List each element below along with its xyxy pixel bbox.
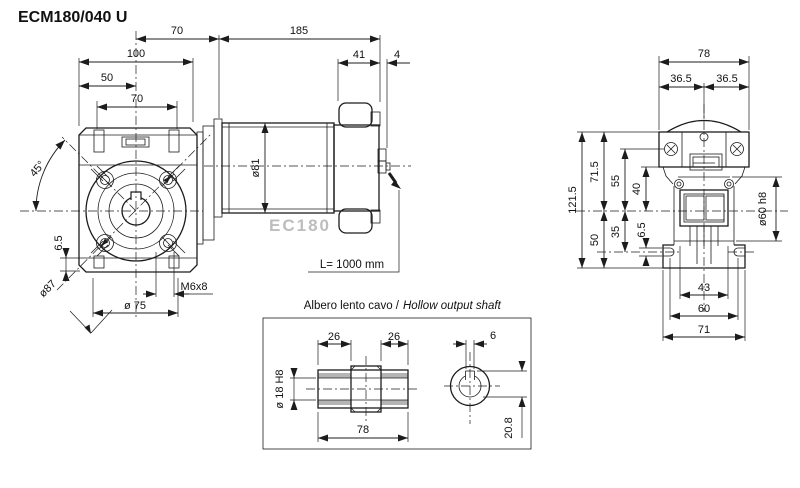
shaft-end-view bbox=[444, 352, 500, 424]
detail-title-italian: Albero lento cavo / bbox=[304, 300, 400, 312]
dim-label-6-keyway: 6 bbox=[490, 330, 496, 342]
dim-label-dia18-h8: ø 18 H8 bbox=[274, 369, 286, 408]
dim-label-4: 4 bbox=[394, 49, 400, 61]
watermark-text: EC180 bbox=[269, 216, 331, 235]
cable-arrow bbox=[391, 180, 401, 189]
flange-bolt-holes bbox=[96, 171, 177, 252]
dim-label-20-8: 20.8 bbox=[503, 417, 515, 438]
detail-title-english: Hollow output shaft bbox=[403, 300, 502, 312]
dim-label-50-rear: 50 bbox=[589, 234, 601, 246]
dim-label-45deg: 45° bbox=[28, 159, 48, 179]
dim-label-50: 50 bbox=[101, 72, 113, 84]
shaft-detail-dimensions: 26 26 78 ø 18 H8 6 20.8 bbox=[274, 330, 527, 442]
rear-view-dimensions: 78 36.5 36.5 121.5 71.5 50 55 35 40 6.5 … bbox=[567, 48, 782, 341]
dim-label-41: 41 bbox=[353, 49, 365, 61]
dim-label-55: 55 bbox=[610, 175, 622, 187]
dim-label-121-5: 121.5 bbox=[567, 186, 579, 214]
rear-view-centerlines bbox=[576, 104, 788, 312]
dim-label-dia87: ø87 bbox=[37, 278, 59, 300]
dim-label-71: 71 bbox=[698, 324, 710, 336]
drawing-title: ECM180/040 U bbox=[18, 9, 127, 26]
dim-label-78-shaft: 78 bbox=[357, 424, 369, 436]
dim-label-26-left: 26 bbox=[328, 331, 340, 343]
front-view-gearmotor: EC180 L= 1000 mm bbox=[78, 102, 401, 273]
dim-label-26-right: 26 bbox=[388, 331, 400, 343]
front-view-centerlines bbox=[20, 31, 411, 320]
shaft-detail-box: Albero lento cavo / Hollow output shaft bbox=[262, 300, 532, 450]
cable-length-label: L= 1000 mm bbox=[320, 259, 384, 271]
dim-label-60: 60 bbox=[698, 303, 710, 315]
dim-label-35: 35 bbox=[610, 226, 622, 238]
dim-label-70-slots: 70 bbox=[131, 93, 143, 105]
dim-label-6-5-rear: 6.5 bbox=[636, 222, 648, 237]
dim-label-dia75: ø 75 bbox=[124, 300, 146, 312]
dim-label-43: 43 bbox=[698, 282, 710, 294]
dim-label-dia60-h8: ø60 h8 bbox=[757, 192, 769, 226]
front-view-dimensions: 100 50 70 70 185 41 4 ø81 6.5 bbox=[28, 25, 410, 334]
dim-label-36-5-left: 36.5 bbox=[670, 73, 691, 85]
detail-box-border bbox=[262, 317, 532, 450]
dim-label-36-5-right: 36.5 bbox=[716, 73, 737, 85]
dim-label-70-top: 70 bbox=[171, 25, 183, 37]
dim-label-m6x8: M6x8 bbox=[181, 281, 208, 293]
dim-label-6-5-front: 6.5 bbox=[53, 235, 65, 250]
dim-label-dia81: ø81 bbox=[250, 159, 262, 178]
shaft-side-section bbox=[306, 356, 420, 422]
dim-label-100: 100 bbox=[127, 48, 145, 60]
dim-label-71-5: 71.5 bbox=[589, 161, 601, 182]
dim-label-78-rear: 78 bbox=[698, 48, 710, 60]
dim-label-40: 40 bbox=[631, 183, 643, 195]
dim-label-185: 185 bbox=[290, 25, 308, 37]
